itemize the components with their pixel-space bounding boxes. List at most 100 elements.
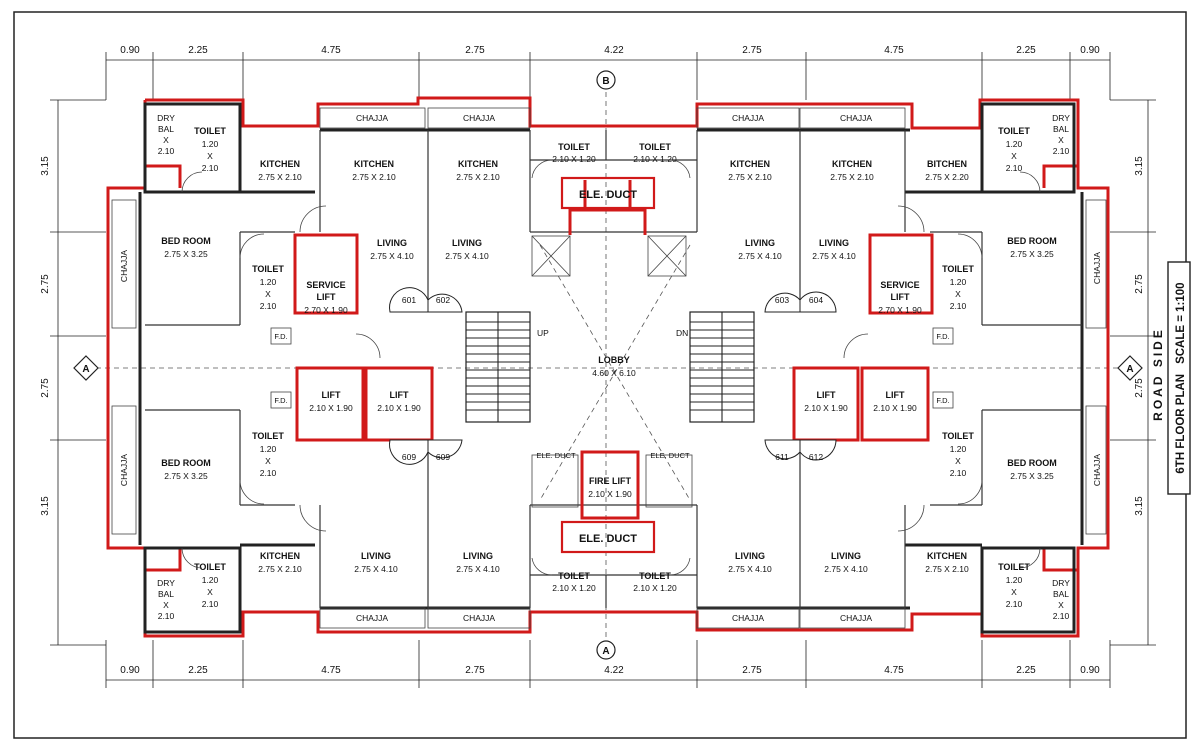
grid-marker-top: B [596,70,616,90]
svg-text:CHAJJA: CHAJJA [1092,252,1102,284]
svg-text:CHAJJA: CHAJJA [463,613,495,623]
svg-text:X: X [1058,600,1064,610]
svg-text:2.75 X 2.10: 2.75 X 2.10 [258,564,302,574]
svg-text:TOILET: TOILET [639,571,671,581]
bottom-dim-3: 4.75 [321,665,341,676]
svg-text:2.10 X 1.20: 2.10 X 1.20 [552,154,596,164]
svg-text:2.10 X 1.20: 2.10 X 1.20 [633,583,677,593]
svg-text:BAL: BAL [1053,589,1069,599]
svg-text:2.70 X 1.90: 2.70 X 1.90 [878,305,922,315]
svg-text:TOILET: TOILET [942,264,974,274]
svg-text:2.10: 2.10 [158,611,175,621]
svg-text:F.D.: F.D. [274,332,287,341]
svg-text:X: X [265,289,271,299]
chajja-outlines [111,107,1107,629]
grid-marker-left: A [73,355,99,381]
top-dim-9: 0.90 [1080,45,1100,56]
left-dim-3: 2.75 [40,378,51,398]
ele-duct-bottom: ELE. DUCT [579,533,637,545]
svg-text:B: B [602,76,609,87]
interior-walls [145,130,1082,608]
right-dimension-chain: 3.15 2.75 2.75 3.15 [1110,99,1156,646]
svg-text:LIFT: LIFT [317,292,336,302]
svg-text:LIFT: LIFT [891,292,910,302]
svg-text:BAL: BAL [158,124,174,134]
svg-text:LIFT: LIFT [390,390,409,400]
svg-text:LIVING: LIVING [745,238,775,248]
svg-text:A: A [1126,364,1133,375]
svg-text:2.10 X 1.90: 2.10 X 1.90 [804,403,848,413]
svg-text:FIRE LIFT: FIRE LIFT [589,476,631,486]
svg-text:LIFT: LIFT [817,390,836,400]
building-outline-red [106,96,1110,638]
svg-text:CHAJJA: CHAJJA [463,113,495,123]
svg-text:1.20: 1.20 [260,444,277,454]
flat-number-arcs [389,287,837,465]
svg-text:LIVING: LIVING [452,238,482,248]
svg-text:SERVICE: SERVICE [306,280,345,290]
svg-text:CHAJJA: CHAJJA [119,250,129,282]
svg-text:KITCHEN: KITCHEN [927,551,967,561]
right-dim-3: 2.75 [1134,378,1145,398]
svg-text:TOILET: TOILET [194,562,226,572]
svg-text:TOILET: TOILET [558,571,590,581]
svg-text:F.D.: F.D. [274,396,287,405]
svg-text:TOILET: TOILET [558,142,590,152]
svg-text:DRY: DRY [157,113,175,123]
lift-core-red [293,176,934,554]
svg-text:4.60 X 6.10: 4.60 X 6.10 [592,368,636,378]
bottom-dim-4: 2.75 [465,665,485,676]
living-1: LIVING 2.75 X 4.10 [370,238,414,261]
bottom-dim-7: 4.75 [884,665,904,676]
svg-text:TOILET: TOILET [639,142,671,152]
svg-text:CHAJJA: CHAJJA [356,113,388,123]
ele-duct-small-left: ELE. DUCT [536,451,576,460]
svg-text:A: A [82,364,89,375]
svg-text:2.75 X 4.10: 2.75 X 4.10 [370,251,414,261]
svg-text:BED ROOM: BED ROOM [1007,458,1057,468]
svg-text:CHAJJA: CHAJJA [732,613,764,623]
flat-603: 603 [775,295,789,305]
flat-604: 604 [809,295,823,305]
left-dim-1: 3.15 [40,156,51,176]
chajja-labels: CHAJJA CHAJJA CHAJJA CHAJJA CHAJJA CHAJJ… [119,113,1102,623]
svg-text:X: X [1011,151,1017,161]
svg-text:LOBBY: LOBBY [598,355,630,365]
flat-numbers: 601 602 603 604 609 609 611 612 [402,295,823,462]
svg-text:1.20: 1.20 [1006,139,1023,149]
svg-text:LIVING: LIVING [377,238,407,248]
flat-609-b: 609 [436,452,450,462]
svg-text:2.75 X 4.10: 2.75 X 4.10 [812,251,856,261]
svg-text:DRY: DRY [1052,578,1070,588]
svg-text:KITCHEN: KITCHEN [832,159,872,169]
ele-duct-top: ELE. DUCT [579,189,637,201]
right-dim-1: 3.15 [1134,156,1145,176]
svg-text:1.20: 1.20 [950,277,967,287]
road-side-label: ROAD SIDE [1151,327,1165,421]
left-dim-4: 3.15 [40,496,51,516]
top-dim-5: 4.22 [604,45,624,56]
svg-text:X: X [955,456,961,466]
svg-text:TOILET: TOILET [942,431,974,441]
bottom-dim-1: 0.90 [120,665,140,676]
svg-text:X: X [1058,135,1064,145]
svg-text:X: X [207,151,213,161]
svg-text:TOILET: TOILET [252,431,284,441]
